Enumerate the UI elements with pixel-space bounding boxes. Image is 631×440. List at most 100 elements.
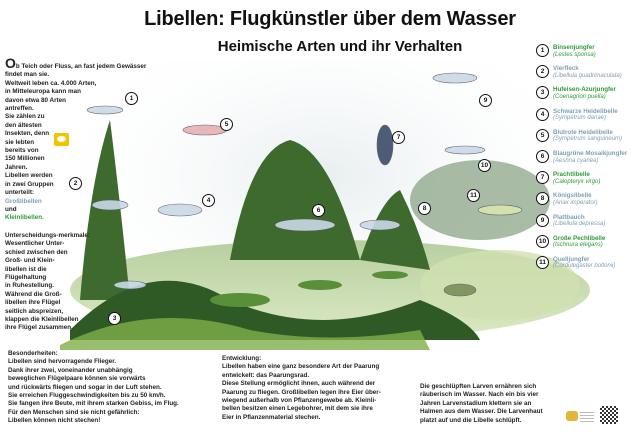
intro-line: Jahren. xyxy=(5,163,28,171)
text-line: Die geschlüpften Larven ernähren sich xyxy=(420,383,537,390)
text-line: in Ruhestellung. xyxy=(5,282,54,290)
species-item: 3 Hufeisen-Azurjungfer(Coenagrion puella) xyxy=(536,86,631,101)
species-number: 2 xyxy=(536,65,549,79)
species-item: 5 Blutrote Heidelibelle(Sympetrum sanguin… xyxy=(536,128,631,144)
text-line: wiegend außerhalb von Pflanzengewebe ab.… xyxy=(222,397,377,405)
kleinlibellen-label: Kleinlibellen. xyxy=(5,214,44,222)
species-name: Königslibelle xyxy=(553,192,592,200)
text-line: Flügelhaltung xyxy=(5,274,47,282)
reed-bed xyxy=(80,120,430,300)
species-number: 10 xyxy=(536,234,549,248)
publisher-imprint xyxy=(580,410,594,422)
intro-line: findet man sie. xyxy=(5,71,50,79)
species-number: 3 xyxy=(536,86,549,100)
species-latin: (Libellula depressa) xyxy=(553,221,606,228)
species-name: Schwarze Heidelibelle xyxy=(553,107,618,115)
text-line: Während die Groß- xyxy=(5,290,62,298)
text-line: seitlich abspreizen, xyxy=(5,307,64,315)
species-latin: (Anax imperator) xyxy=(553,199,598,206)
text-line: Jahren Larvenstadium klettern sie an xyxy=(420,399,532,407)
intro-line: sie lebten xyxy=(5,138,35,146)
species-name: Große Pechlibelle xyxy=(553,234,606,242)
entwicklung-text: Entwicklung: Libellen haben eine ganz be… xyxy=(222,355,381,422)
species-item: 4 Schwarze Heidelibelle(Sympetrum danae) xyxy=(536,107,631,123)
callout-5: 5 xyxy=(220,118,233,131)
callout-8: 8 xyxy=(418,202,431,215)
text-line: räuberisch im Wasser. Nach ein bis vier xyxy=(420,391,539,399)
text-line: libellen ist die xyxy=(5,265,47,273)
text-line: entwickelt: das Paarungsrad. xyxy=(222,371,310,379)
species-number: 1 xyxy=(536,44,549,57)
species-name: Hufeisen-Azurjungfer xyxy=(553,86,616,94)
intro-line: davon etwa 80 Arten xyxy=(5,96,67,104)
text-line: Libellen sind hervorragende Flieger. xyxy=(8,358,117,366)
species-number: 7 xyxy=(536,171,549,185)
species-number: 11 xyxy=(536,255,549,269)
shore-grass xyxy=(60,318,430,350)
background-trees xyxy=(410,160,550,240)
species-name: Blutrote Heidelibelle xyxy=(553,128,613,136)
intro-line: in Mitteleuropa kann man xyxy=(5,88,81,96)
callout-4: 4 xyxy=(202,194,215,207)
page-subtitle: Heimische Arten und ihr Verhalten xyxy=(217,38,463,55)
intro-line: und xyxy=(5,205,17,213)
species-latin: (Ischnura elegans) xyxy=(553,242,603,249)
callout-2: 2 xyxy=(69,177,82,190)
species-latin: (Aeshna cyanea) xyxy=(553,157,599,164)
intro-line: 150 Millionen xyxy=(5,155,45,163)
callout-7: 7 xyxy=(392,131,405,144)
species-number: 4 xyxy=(536,107,549,121)
pond-illustration xyxy=(60,60,590,350)
intro-line: antreffen. xyxy=(5,105,34,113)
text-line: Paarung zu fliegen. Großlibellen legen i… xyxy=(222,388,381,396)
text-line: Für den Menschen sind sie nicht gefährli… xyxy=(8,408,140,416)
species-number: 5 xyxy=(536,128,549,142)
species-latin: (Libellula quadrimaculata) xyxy=(553,72,622,79)
besonderheiten-heading: Besonderheiten: xyxy=(8,350,58,357)
species-name: Quelljungfer xyxy=(553,255,590,263)
speech-bubble-icon xyxy=(54,133,69,146)
species-number: 6 xyxy=(536,149,549,163)
unterscheidung-heading: Unterscheidungs-merkmale: xyxy=(5,232,91,239)
text-line: schied zwischen den xyxy=(5,248,68,256)
text-line: ihre Flügel zusammen. xyxy=(5,324,73,332)
text-line: beweglichen Flügelpaare können sie vorwä… xyxy=(8,375,146,383)
species-latin: (Calopteryx virgo) xyxy=(553,178,601,185)
species-latin: (Sympetrum danae) xyxy=(553,115,607,122)
intro-line: Sie zählen zu xyxy=(5,113,45,121)
callout-3: 3 xyxy=(108,312,121,325)
callout-1: 1 xyxy=(125,92,138,105)
species-item: 2 Vierfleck(Libellula quadrimaculata) xyxy=(536,65,631,80)
intro-line: b Teich oder Fluss, an fast jedem Gewäss… xyxy=(15,63,147,70)
page-title: Libellen: Flugkünstler über dem Wasser xyxy=(144,8,516,30)
text-line: libellen ihre Flügel xyxy=(5,299,61,307)
lily-pads xyxy=(210,271,408,307)
callout-11: 11 xyxy=(467,189,480,202)
intro-text: Ob Teich oder Fluss, an fast jedem Gewäs… xyxy=(5,56,147,223)
intro-line: Insekten, denn xyxy=(5,130,50,138)
larven-text: Die geschlüpften Larven ernähren sich rä… xyxy=(420,383,543,425)
dragonflies xyxy=(86,72,523,297)
species-latin: (Sympetrum sanguineum) xyxy=(553,136,623,143)
text-line: Sie fangen ihre Beute, mit ihrem starken… xyxy=(8,400,179,408)
grosslibellen-label: Großlibellen xyxy=(5,197,42,205)
besonderheiten-text: Besonderheiten: Libellen sind hervorrage… xyxy=(8,350,179,426)
species-latin: (Cordulegaster boltonii) xyxy=(553,263,616,270)
text-line: Sie erreichen Fluggeschwindigkeiten bis … xyxy=(8,392,166,400)
text-line: Wesentlicher Unter- xyxy=(5,240,65,248)
qr-code[interactable] xyxy=(600,406,618,424)
species-name: Vierfleck xyxy=(553,65,579,73)
unterscheidung-text: Unterscheidungs-merkmale: Wesentlicher U… xyxy=(5,232,90,333)
publisher-logo xyxy=(566,411,578,421)
intro-line: Libellen werden xyxy=(5,172,53,180)
text-line: platzt auf und die Libelle schlüpft. xyxy=(420,416,522,424)
text-line: bellen besitzen einen Legebohrer, mit de… xyxy=(222,405,373,413)
intro-line: in zwei Gruppen xyxy=(5,180,54,188)
intro-line: bereits von xyxy=(5,147,39,155)
species-latin: (Coenagrion puella) xyxy=(553,93,606,100)
text-line: Dank ihrer zwei, voneinander unabhängig xyxy=(8,366,133,374)
species-number: 8 xyxy=(536,192,549,206)
